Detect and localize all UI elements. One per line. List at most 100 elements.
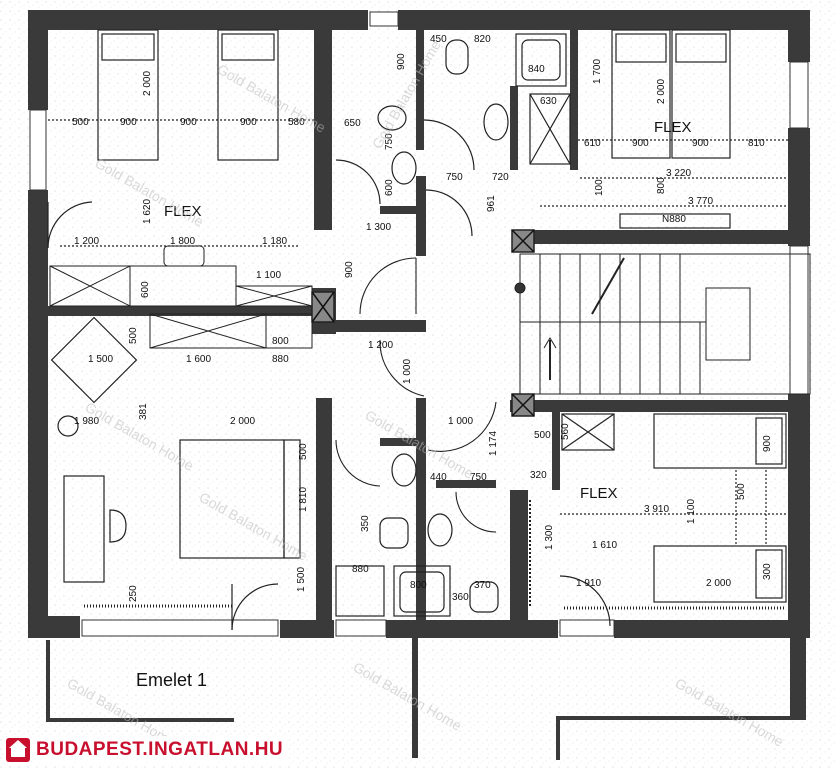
- shower-3: [335, 565, 385, 617]
- hall-doors: [335, 257, 497, 533]
- shower-4: [393, 565, 451, 617]
- top-right-room: [540, 29, 788, 229]
- dim-label: 900: [120, 117, 137, 128]
- dim-label: 500: [72, 117, 89, 128]
- dim-label: 370: [474, 580, 491, 591]
- dim-label: 840: [528, 64, 545, 75]
- toilet-1: [445, 39, 469, 75]
- dim-label: 1 500: [88, 354, 113, 365]
- toilet-4: [469, 581, 499, 613]
- dim-label: 500: [128, 327, 139, 344]
- bed-1: [97, 29, 159, 161]
- dim-label: 440: [430, 472, 447, 483]
- dim-label: 1 300: [366, 222, 391, 233]
- dim-label: 1 980: [74, 416, 99, 427]
- dim-label: 500: [736, 483, 747, 500]
- dim-label: 600: [384, 179, 395, 196]
- shower-2: [529, 93, 571, 165]
- dimension-labels: 500 900 900 900 580 2 000 1 620 1 200 1 …: [72, 34, 773, 603]
- logo-text: BUDAPEST.INGATLAN.HU: [36, 739, 284, 760]
- dim-label: 500: [534, 430, 551, 441]
- dim-label: 1 100: [256, 270, 281, 281]
- dim-label: 320: [530, 470, 547, 481]
- sink-2: [391, 151, 417, 185]
- desk-chair: [109, 509, 127, 543]
- dim-label: 750: [384, 133, 395, 150]
- dim-label: 1 810: [298, 487, 309, 512]
- room-label-top-right: FLEX: [654, 119, 692, 136]
- dim-label: 1 800: [170, 236, 195, 247]
- dim-label: 900: [762, 435, 773, 452]
- dim-label: 300: [762, 563, 773, 580]
- exterior-walls: [28, 10, 810, 760]
- bottom-bathrooms: [335, 453, 499, 617]
- dim-label: 750: [470, 472, 487, 483]
- dim-label: 1 100: [686, 499, 697, 524]
- dim-label: 900: [396, 53, 407, 70]
- dim-label: 1 300: [544, 525, 555, 550]
- structural-columns: [311, 229, 535, 417]
- dim-label: 800: [272, 336, 289, 347]
- windows: [29, 11, 809, 637]
- dim-label: 900: [180, 117, 197, 128]
- dim-label: 880: [272, 354, 289, 365]
- armchair: [50, 316, 138, 404]
- dim-label: 750: [446, 172, 463, 183]
- dim-label: N880: [662, 214, 686, 225]
- dim-label: 650: [344, 118, 361, 129]
- dim-label: 1 500: [296, 567, 307, 592]
- sink-4: [427, 513, 453, 547]
- site-logo[interactable]: BUDAPEST.INGATLAN.HU: [4, 736, 290, 764]
- sink-1: [483, 103, 509, 141]
- dim-label: 350: [360, 515, 371, 532]
- dim-label: 100: [594, 179, 605, 196]
- dim-label: 900: [692, 138, 709, 149]
- dim-label: 1 200: [368, 340, 393, 351]
- dim-label: 250: [128, 585, 139, 602]
- dim-label: 820: [474, 34, 491, 45]
- dim-label: 610: [584, 138, 601, 149]
- dim-label: 2 000: [656, 79, 667, 104]
- dim-label: 2 000: [706, 578, 731, 589]
- dim-label: 360: [452, 592, 469, 603]
- dim-label: 580: [288, 117, 305, 128]
- dim-label: 1 600: [186, 354, 211, 365]
- floor-label: Emelet 1: [136, 670, 207, 690]
- sink-3: [391, 453, 417, 487]
- bed-4: [671, 29, 731, 159]
- house-icon: [6, 738, 30, 762]
- dim-label: 1 180: [262, 236, 287, 247]
- room-label-bottom-right: FLEX: [580, 485, 618, 502]
- dim-label: 560: [560, 423, 571, 440]
- dim-label: 2 000: [230, 416, 255, 427]
- dim-label: 1 174: [488, 431, 499, 456]
- bottom-left-room: [50, 316, 301, 631]
- bed-6: [653, 545, 787, 603]
- dim-label: 800: [656, 177, 667, 194]
- dim-label: 900: [240, 117, 257, 128]
- toilet-3: [379, 517, 409, 549]
- interior-walls: [30, 30, 810, 624]
- side-table: [57, 415, 79, 437]
- dim-label: 2 000: [142, 71, 153, 96]
- toilet-2: [377, 105, 407, 131]
- dim-label: 880: [352, 564, 369, 575]
- dim-label: 381: [138, 403, 149, 420]
- dim-label: 1 910: [576, 578, 601, 589]
- bottom-right-room: [529, 413, 787, 627]
- bed-2: [217, 29, 279, 161]
- staircase: [514, 253, 811, 395]
- dim-label: 800: [410, 580, 427, 591]
- top-bathrooms: [335, 33, 571, 237]
- shower-1: [515, 33, 567, 87]
- dim-label: 720: [492, 172, 509, 183]
- dim-label: 900: [344, 261, 355, 278]
- dim-label: 450: [430, 34, 447, 45]
- dim-label: 600: [140, 281, 151, 298]
- desk: [63, 475, 105, 583]
- dim-label: 3 770: [688, 196, 713, 207]
- dim-label: 810: [748, 138, 765, 149]
- bed-3: [611, 29, 671, 159]
- dim-label: 961: [486, 195, 497, 212]
